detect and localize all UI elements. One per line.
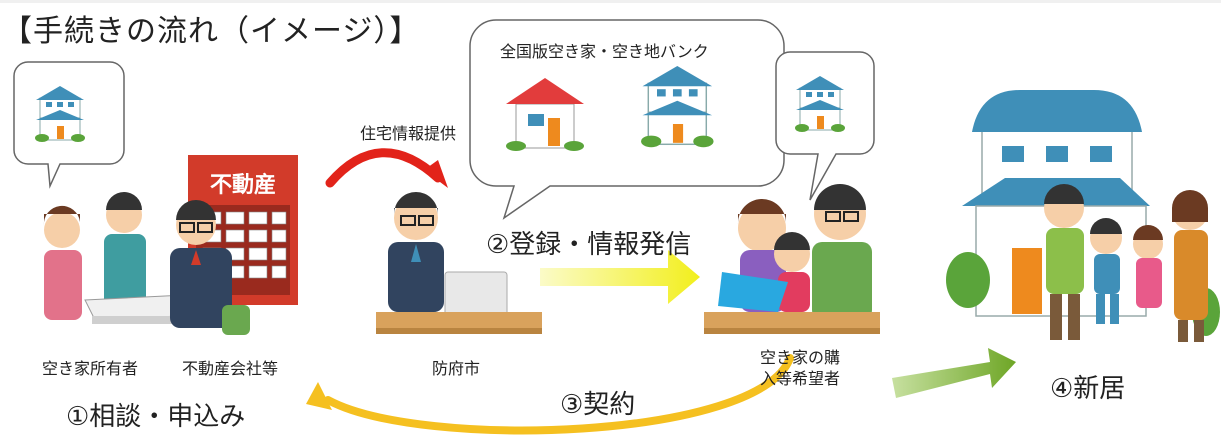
contract-arc-arrow <box>324 354 794 435</box>
move-in-arrow <box>892 348 1016 398</box>
info-provide-arrowhead <box>424 160 448 188</box>
realtor-label: 不動産会社等 <box>182 359 279 378</box>
realtor-shop <box>170 155 298 335</box>
step-2-label: ②登録・情報発信 <box>486 230 692 260</box>
owner-label: 空き家所有者 <box>42 359 139 378</box>
shop-sign: 不動産 <box>210 172 276 198</box>
step-1-label: ①相談・申込み <box>66 402 246 432</box>
buyer-label-line1: 空き家の購 <box>760 348 841 367</box>
page-title: 【手続きの流れ（イメージ）】 <box>2 14 421 49</box>
registration-arrow <box>540 250 700 304</box>
info-provide-label: 住宅情報提供 <box>360 124 457 143</box>
buyer-family-figures <box>704 184 880 334</box>
top-strip <box>0 0 1221 3</box>
buyer-speech-bubble <box>775 51 875 201</box>
step-3-label: ③契約 <box>560 390 636 420</box>
buyer-label-line2: 入等希望者 <box>760 369 841 388</box>
info-provide-arrow <box>325 148 443 188</box>
bank-title: 全国版空き家・空き地バンク <box>500 42 709 61</box>
new-family-figures <box>1044 184 1208 342</box>
city-label: 防府市 <box>432 359 481 378</box>
contract-arc-arrowhead <box>306 382 332 410</box>
owner-speech-bubble <box>13 61 125 189</box>
bank-speech-bubble <box>469 19 785 220</box>
bank-house-red <box>506 78 584 151</box>
city-worker-figure <box>376 192 542 334</box>
step-4-label: ④新居 <box>1050 374 1126 404</box>
